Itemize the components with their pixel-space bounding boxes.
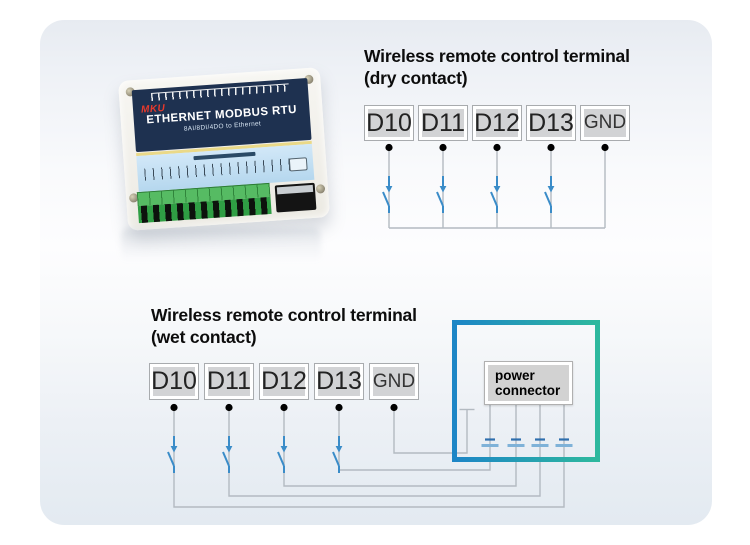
terminal-label: GND — [583, 112, 627, 133]
terminal-d12: D12 — [259, 363, 309, 400]
rj45-port — [274, 182, 317, 213]
wet-title-line1: Wireless remote control terminal — [151, 305, 417, 325]
brand-logo: MKU — [140, 103, 166, 116]
product-photo-modbus-rtu: MKU ETHERNET MODBUS RTU 8AI/8DI/4DO to E… — [103, 56, 347, 262]
terminal-label: D11 — [420, 108, 465, 137]
terminal-label: D13 — [316, 367, 362, 395]
dry-terminal-row: D10 D11 D12 D13 GND — [364, 105, 630, 141]
terminal-d11: D11 — [204, 363, 254, 400]
terminal-gnd: GND — [369, 363, 419, 400]
terminal-d10: D10 — [149, 363, 199, 400]
dry-title-line2: (dry contact) — [364, 67, 468, 88]
power-connector-label: power connector — [488, 365, 569, 401]
terminal-label: D10 — [366, 108, 412, 137]
terminal-label: D12 — [474, 108, 520, 137]
terminal-label: D13 — [528, 108, 574, 137]
wet-title-line2: (wet contact) — [151, 326, 257, 347]
terminal-d11: D11 — [418, 105, 468, 141]
ethernet-port-icon — [288, 157, 308, 172]
terminal-label: D12 — [261, 367, 307, 395]
terminal-d10: D10 — [364, 105, 414, 141]
dry-title-line1: Wireless remote control terminal — [364, 46, 630, 66]
power-connector-label-line1: power — [495, 368, 535, 383]
device-label: MKU ETHERNET MODBUS RTU 8AI/8DI/4DO to E… — [131, 78, 312, 153]
label-tick-marks — [151, 83, 289, 101]
terminal-d12: D12 — [472, 105, 522, 141]
device-enclosure: MKU ETHERNET MODBUS RTU 8AI/8DI/4DO to E… — [118, 67, 330, 231]
pin-tick-marks — [144, 158, 293, 181]
terminal-label: GND — [372, 370, 416, 392]
terminal-label: D11 — [206, 367, 251, 395]
terminal-d13: D13 — [314, 363, 364, 400]
dry-section-title: Wireless remote control terminal (dry co… — [364, 46, 630, 89]
pinout-text-bar — [193, 151, 256, 161]
terminal-d13: D13 — [526, 105, 576, 141]
power-connector-label-line2: connector — [495, 382, 561, 398]
wet-terminal-row: D10 D11 D12 D13 GND — [149, 363, 419, 400]
terminal-gnd: GND — [580, 105, 630, 141]
terminal-label: D10 — [151, 367, 197, 395]
power-connector-box: power connector — [484, 361, 573, 405]
wet-section-title: Wireless remote control terminal (wet co… — [151, 305, 417, 348]
device-reflection — [121, 228, 321, 262]
rj45-metal-shield — [276, 184, 314, 195]
